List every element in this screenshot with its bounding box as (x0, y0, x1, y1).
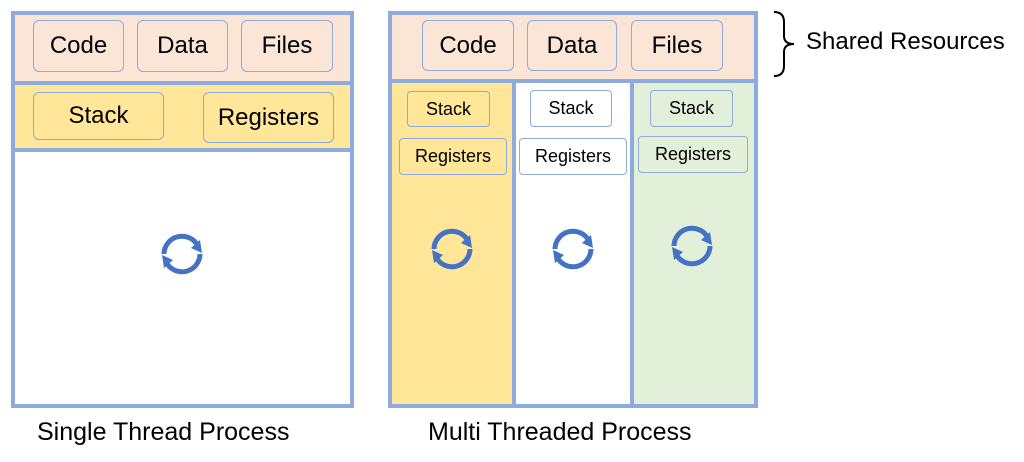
multi-thread-process (388, 11, 758, 408)
thread-2-registers-box: Registers (519, 138, 627, 175)
single-registers-box: Registers (203, 92, 334, 143)
multi-code-box: Code (422, 20, 514, 71)
thread-3-stack-box: Stack (650, 90, 733, 127)
single-stack-box: Stack (33, 92, 164, 140)
single-thread-process (11, 11, 354, 408)
multi-shared-resources (392, 15, 754, 79)
thread-2-column (516, 83, 630, 404)
single-caption: Single Thread Process (37, 418, 290, 446)
thread-1-stack-box: Stack (407, 91, 490, 127)
cycle-icon (664, 218, 720, 279)
thread-1-registers-box: Registers (399, 138, 507, 175)
single-divider-2 (11, 148, 354, 152)
single-data-box: Data (137, 20, 228, 72)
cycle-icon (154, 226, 210, 287)
shared-resources-label: Shared Resources (806, 28, 1005, 55)
multi-caption: Multi Threaded Process (428, 418, 692, 446)
single-thread-context (15, 85, 350, 148)
single-shared-resources (15, 15, 350, 81)
thread-divider-2 (630, 83, 634, 404)
single-code-box: Code (33, 20, 124, 72)
multi-files-box: Files (631, 20, 723, 71)
thread-3-registers-box: Registers (638, 136, 748, 173)
single-files-box: Files (241, 20, 333, 72)
multi-divider (388, 79, 758, 83)
cycle-icon (545, 221, 601, 282)
thread-divider-1 (512, 83, 516, 404)
cycle-icon (424, 221, 480, 282)
single-divider-1 (11, 81, 354, 85)
brace-icon (770, 10, 800, 83)
multi-data-box: Data (527, 20, 617, 71)
thread-1-column (392, 83, 512, 404)
thread-2-stack-box: Stack (530, 90, 612, 127)
